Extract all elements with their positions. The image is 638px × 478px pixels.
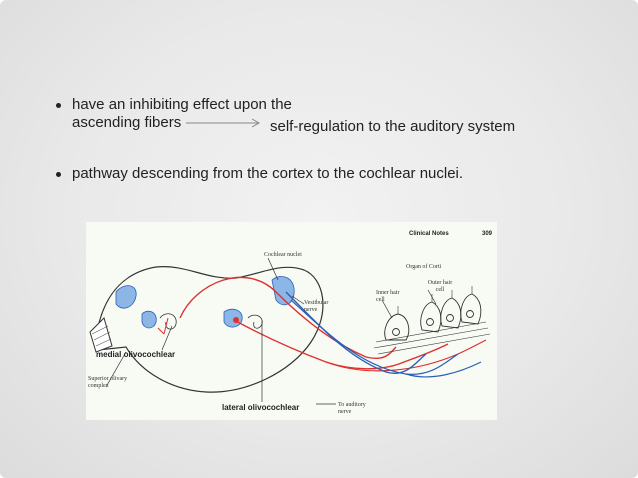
label-organ-of-corti: Organ of Corti	[406, 264, 442, 270]
bullet-dot-1	[56, 103, 61, 108]
red-pathway-medial	[179, 276, 397, 359]
label-cochlear-nuclei: Cochlear nuclei	[264, 252, 302, 258]
figure-header: Clinical Notes	[409, 231, 449, 237]
bullet-1-arrow-target: self-regulation to the auditory system	[270, 118, 516, 135]
left-stump	[89, 317, 113, 353]
bullet-2-line-1: pathway descending from the cortex to th…	[72, 165, 464, 182]
label-medial-olivocochlear: medial olivocochlear	[96, 350, 176, 359]
label-to-auditory-nerve: To auditory nerve	[338, 402, 366, 415]
auditory-pathway-figure: Clinical Notes 309 Cochlear nuclei Organ…	[86, 222, 497, 420]
right-cochlear-nucleus	[271, 276, 295, 306]
label-inner-hair-cell: Inner hair cell	[376, 290, 400, 303]
bullet-1-line-1: have an inhibiting effect upon the	[72, 96, 292, 113]
anatomy-diagram	[89, 257, 491, 405]
blue-pathway-1	[285, 291, 427, 374]
bullet-1-line-2: ascending fibers	[72, 114, 182, 131]
blue-pathway-2	[290, 299, 459, 375]
left-cochlear-nucleus	[115, 285, 137, 309]
label-vestibular-nerve: Vestibular nerve	[304, 300, 329, 313]
left-olivary-nucleus	[141, 310, 157, 329]
hair-cells	[373, 293, 491, 355]
figure-page-number: 309	[482, 231, 493, 237]
label-superior-olivary-complex: Superior olivary complex	[88, 376, 128, 389]
arrow-icon	[186, 118, 261, 128]
brainstem-outline	[97, 266, 324, 393]
bullet-dot-2	[56, 172, 61, 177]
label-lateral-olivocochlear: lateral olivocochlear	[222, 403, 300, 412]
label-outer-hair-cell: Outer hair cell	[427, 280, 453, 293]
right-olivary-nucleus	[223, 308, 243, 328]
